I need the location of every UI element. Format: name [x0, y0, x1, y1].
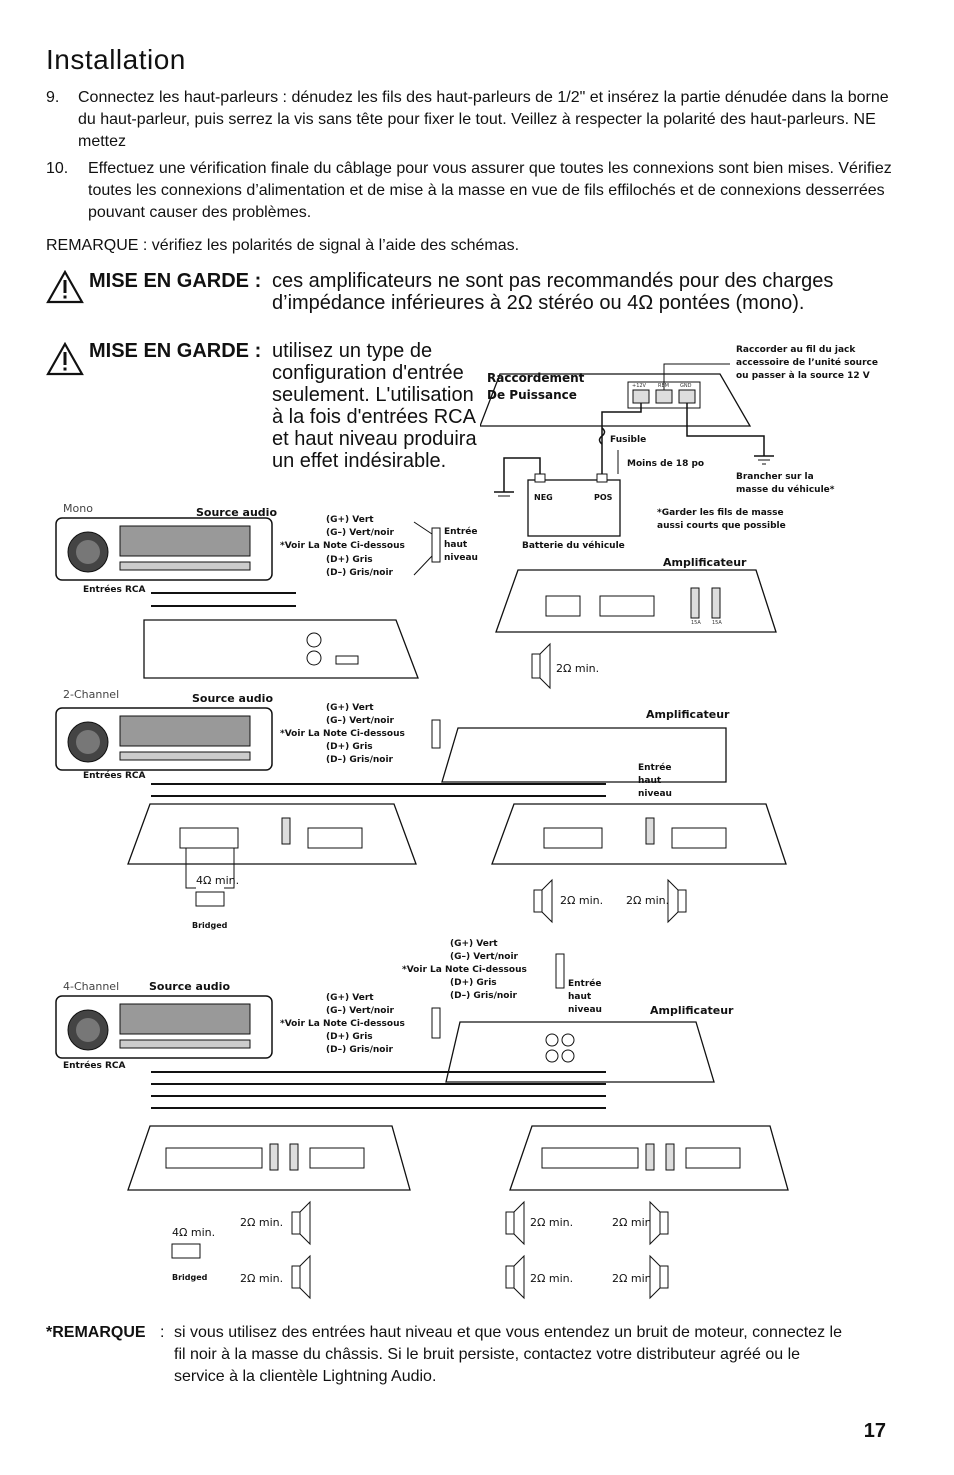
caution-text: ces amplificateurs ne sont pas recommand… [272, 270, 834, 314]
remark-short: REMARQUE : vérifiez les polarités de sig… [46, 237, 520, 254]
hl-input-label: haut [568, 992, 592, 1002]
final-remark-label: *REMARQUE [46, 1324, 146, 1341]
keep-short-note: *Garder les fils de masse [657, 508, 784, 518]
min-impedance-label: 2Ω min. [240, 1216, 283, 1229]
page-title: Installation [46, 44, 186, 75]
wire-label: (D+) Gris [450, 978, 497, 988]
power-title: Raccordement [487, 371, 585, 385]
final-remark: *REMARQUE : si vous utilisez des entrées… [46, 1322, 896, 1392]
min-impedance-label: 2Ω min. [530, 1272, 573, 1285]
wire-label: *Voir La Note Ci-dessous [280, 729, 405, 739]
step-number: 9. [46, 89, 60, 106]
final-remark-separator: : [160, 1324, 165, 1341]
wire-label: (D–) Gris/noir [326, 755, 394, 765]
terminal-rem-label: REM [658, 383, 669, 389]
step-9: 9. Connectez les haut-parleurs : dénudez… [46, 87, 896, 153]
page-number: 17 [863, 1420, 886, 1442]
bridged-label: Bridged [172, 1273, 208, 1282]
min-impedance-label: 2Ω min. [560, 894, 603, 907]
fuse-rating: 15A [691, 620, 701, 626]
min-impedance-label: 4Ω min. [172, 1226, 215, 1239]
hl-input-label: Entrée [638, 762, 672, 773]
terminal-12v-label: +12V [632, 383, 647, 389]
min-impedance-label: 4Ω min. [196, 874, 239, 887]
jack-note: ou passer à la source 12 V [736, 371, 870, 381]
wire-label: (G+) Vert [326, 703, 374, 713]
min-impedance-label: 2Ω min. [556, 662, 599, 675]
wire-label: (D+) Gris [326, 1032, 373, 1042]
amplifier-label: Amplificateur [646, 708, 730, 721]
mode-label: Mono [63, 502, 93, 515]
wire-label: (D+) Gris [326, 555, 373, 565]
wire-label: (G–) Vert/noir [326, 1006, 395, 1016]
amplifier-label: Amplificateur [663, 556, 747, 569]
wire-label: (D–) Gris/noir [450, 991, 518, 1001]
fuse-label: Fusible [610, 435, 646, 445]
caution-label: MISE EN GARDE : [89, 340, 262, 362]
terminal-gnd-label: GND [680, 383, 692, 389]
step-10: 10. Effectuez une vérification finale du… [46, 158, 896, 224]
caution-label: MISE EN GARDE : [89, 270, 262, 292]
wire-label: (D+) Gris [326, 742, 373, 752]
power-connection-diagram: +12V REM GND Raccordement De Puissance R… [480, 345, 878, 551]
jack-note: Raccorder au fil du jack [736, 345, 856, 355]
battery-label: Batterie du véhicule [522, 540, 625, 551]
source-audio-label: Source audio [149, 980, 230, 993]
wire-label: *Voir La Note Ci-dessous [280, 1019, 405, 1029]
neg-label: NEG [534, 493, 553, 502]
rca-inputs-label: Entrées RCA [83, 584, 146, 595]
wire-label: (D–) Gris/noir [326, 568, 394, 578]
hl-input-label: Entrée [568, 978, 602, 989]
bridged-label: Bridged [192, 921, 228, 930]
mode-label: 2-Channel [63, 688, 119, 701]
mono-wiring-diagram: Mono Source audio Entrées RCA (G+) Vert … [55, 502, 777, 690]
pos-label: POS [594, 493, 613, 502]
hl-input-label: Entrée [444, 526, 478, 537]
min-impedance-label: 2Ω min. [626, 894, 669, 907]
jack-note: accessoire de l’unité source [736, 357, 878, 368]
wire-label: (G+) Vert [326, 515, 374, 525]
hl-input-label: haut [638, 776, 662, 786]
wire-label: (D–) Gris/noir [326, 1045, 394, 1055]
wire-label: (G–) Vert/noir [326, 528, 395, 538]
step-text: Effectuez une vérification finale du câb… [88, 160, 892, 221]
wire-label: (G+) Vert [450, 939, 498, 949]
hl-input-label: niveau [568, 1005, 602, 1015]
distance-label: Moins de 18 po [627, 459, 704, 469]
min-impedance-label: 2Ω min. [612, 1272, 655, 1285]
wire-label: *Voir La Note Ci-dessous [402, 965, 527, 975]
hl-input-label: niveau [444, 553, 478, 563]
hl-input-label: niveau [638, 789, 672, 799]
warning-icon [46, 342, 84, 376]
final-remark-text: si vous utilisez des entrées haut niveau… [174, 1324, 842, 1385]
ground-note: masse du véhicule* [736, 484, 835, 495]
caution-text: utilisez un type de configuration d'entr… [272, 340, 477, 472]
four-channel-wiring-diagram: (G+) Vert (G–) Vert/noir *Voir La Note C… [55, 939, 789, 1300]
min-impedance-label: 2Ω min. [240, 1272, 283, 1285]
power-title-2: De Puissance [487, 388, 577, 402]
wire-label: (G+) Vert [326, 993, 374, 1003]
min-impedance-label: 2Ω min. [612, 1216, 655, 1229]
ground-note: Brancher sur la [736, 472, 814, 482]
mode-label: 4-Channel [63, 980, 119, 993]
fuse-rating: 15A [712, 620, 722, 626]
min-impedance-label: 2Ω min. [530, 1216, 573, 1229]
keep-short-note: aussi courts que possible [657, 521, 786, 531]
rca-inputs-label: Entrées RCA [83, 770, 146, 781]
wire-label: *Voir La Note Ci-dessous [280, 541, 405, 551]
wire-label: (G–) Vert/noir [326, 716, 395, 726]
two-channel-wiring-diagram: 2-Channel Source audio Entrées RCA (G+) … [55, 688, 787, 930]
step-number: 10. [46, 160, 69, 177]
wire-label: (G–) Vert/noir [450, 952, 519, 962]
warning-icon [46, 270, 84, 304]
source-audio-label: Source audio [192, 692, 273, 705]
hl-input-label: haut [444, 540, 468, 550]
rca-inputs-label: Entrées RCA [63, 1060, 126, 1071]
source-audio-label: Source audio [196, 506, 277, 519]
step-text: Connectez les haut-parleurs : dénudez le… [78, 89, 889, 150]
amplifier-label: Amplificateur [650, 1004, 734, 1017]
